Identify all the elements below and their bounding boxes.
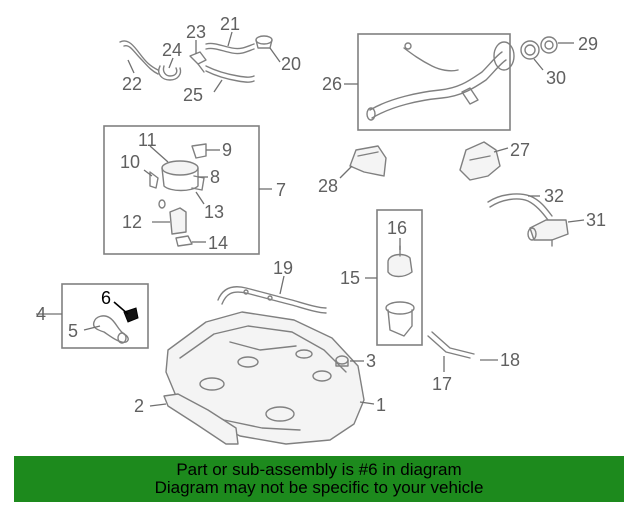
callout-15: 15 [340,268,360,288]
callout-1: 1 [376,395,386,415]
leader-21 [227,31,233,47]
breather-pipe-32 [487,193,553,221]
heat-shield-27 [459,141,501,181]
leader-20 [269,47,281,63]
box-sender-unit [376,209,423,346]
protector-28 [349,145,387,177]
cap-29 [540,36,558,54]
leader-31 [567,219,585,223]
filler-neck-26 [366,41,515,121]
plug-3 [335,355,349,367]
callout-21: 21 [220,14,240,34]
callout-10: 10 [120,152,140,172]
gauge-unit [385,301,415,337]
filler-cap-20 [255,35,273,49]
part-5 [92,315,129,344]
callout-25: 25 [183,85,203,105]
callout-11: 11 [138,130,157,150]
leader-27 [493,147,509,153]
callout-23: 23 [186,22,206,42]
fuel-system-exploded-diagram: 22 24 23 21 20 25 26 29 30 [36,14,606,445]
box-filler-neck-assembly [357,33,511,131]
callout-12: 12 [122,212,142,232]
callout-19: 19 [273,258,293,278]
fuel-pump-module [149,143,207,247]
pipe-17 [427,331,475,359]
leader-25 [213,79,223,93]
callout-17: 17 [432,374,452,394]
callout-8: 8 [210,167,220,187]
callout-28: 28 [318,176,338,196]
leader-19 [279,275,285,295]
leader-24 [168,57,174,69]
callout-5: 5 [68,321,78,341]
leader-10 [143,169,153,177]
hose-clip-24 [158,65,182,81]
banner-line-part-number: Part or sub-assembly is #6 in diagram [176,460,462,479]
callout-24: 24 [162,40,182,60]
callout-31: 31 [586,210,606,230]
highlighted-part-6[interactable] [123,307,139,323]
callout-27: 27 [510,140,530,160]
callout-30: 30 [546,68,566,88]
callout-6[interactable]: 6 [101,288,111,308]
leader-22 [127,59,135,74]
leader-6 [113,301,129,315]
leader-28 [339,165,353,179]
leader-30 [533,58,544,71]
callout-9: 9 [222,140,232,160]
callout-20: 20 [281,54,301,74]
sender-unit-16 [387,245,413,278]
callout-18: 18 [500,350,520,370]
leader-11 [149,145,169,163]
callout-32: 32 [544,186,564,206]
hose-21 [205,42,255,55]
callout-4: 4 [36,304,46,324]
callout-14: 14 [208,233,228,253]
leader-13 [195,191,205,205]
callout-16: 16 [387,218,407,238]
seal-30 [520,40,540,60]
callout-2: 2 [134,396,144,416]
vent-hose-22 [119,40,159,75]
hose-25 [205,65,255,83]
connector-23 [189,51,207,73]
callout-13: 13 [204,202,224,222]
banner-line-disclaimer: Diagram may not be specific to your vehi… [154,478,484,497]
valve-31 [527,219,569,247]
callout-26: 26 [322,74,342,94]
fuel-tank-1 [165,311,365,445]
protector-plate-2 [163,393,239,445]
vent-line-19 [217,286,327,314]
callout-7: 7 [276,180,286,200]
leader-5 [83,325,101,331]
leader-2 [149,403,167,407]
callout-22: 22 [122,74,142,94]
leader-1 [359,401,375,405]
info-banner: Part or sub-assembly is #6 in diagram Di… [14,456,624,502]
callout-29: 29 [578,34,598,54]
callout-3: 3 [366,351,376,371]
